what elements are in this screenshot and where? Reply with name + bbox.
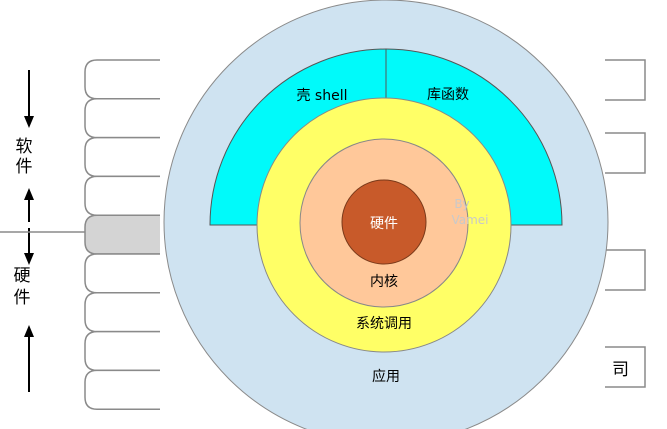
watermark-line1: By [454,197,469,211]
stack-box [84,369,160,410]
right-partial-boxes [605,59,646,388]
arrow-head-down-software [24,116,34,128]
stack-box [84,175,160,216]
library-label: 库函数 [427,87,469,103]
right-box-1 [605,59,646,101]
watermark-line2: Vamei [451,213,488,227]
stack-box [84,292,160,333]
right-box-2 [605,132,646,174]
hardware-label-char1: 硬 [14,266,31,286]
ring-labels: 壳 shell 库函数 硬件 内核 系统调用 应用 [296,87,469,385]
hardware-core [341,179,427,265]
stack-box [84,136,160,178]
arrow-head-up-hardware [24,325,34,337]
arrow-head-down-hardware [24,253,34,265]
stack-box-highlighted [84,214,160,255]
stack-box [84,59,160,100]
stack-box [84,330,160,372]
syscall-label: 系统调用 [356,316,412,332]
stack-box [84,98,160,139]
stack-box [84,253,160,294]
stacked-boxes [84,59,160,410]
software-label-char2: 件 [16,157,33,177]
hardware-label-char2: 件 [14,288,31,308]
right-partial-label: 司 [612,360,629,380]
hardware-label: 硬件 [370,216,398,232]
right-box-4 [605,346,646,388]
shell-label: 壳 shell [296,87,347,104]
watermark: By Vamei [451,197,488,227]
right-box-3 [605,249,646,291]
left-arrows [24,70,34,392]
kernel-label: 内核 [370,274,398,290]
application-label: 应用 [372,368,400,385]
arrow-head-up-software [24,188,34,200]
software-label-char1: 软 [16,137,33,157]
left-labels: 软 件 硬 件 [14,137,33,308]
